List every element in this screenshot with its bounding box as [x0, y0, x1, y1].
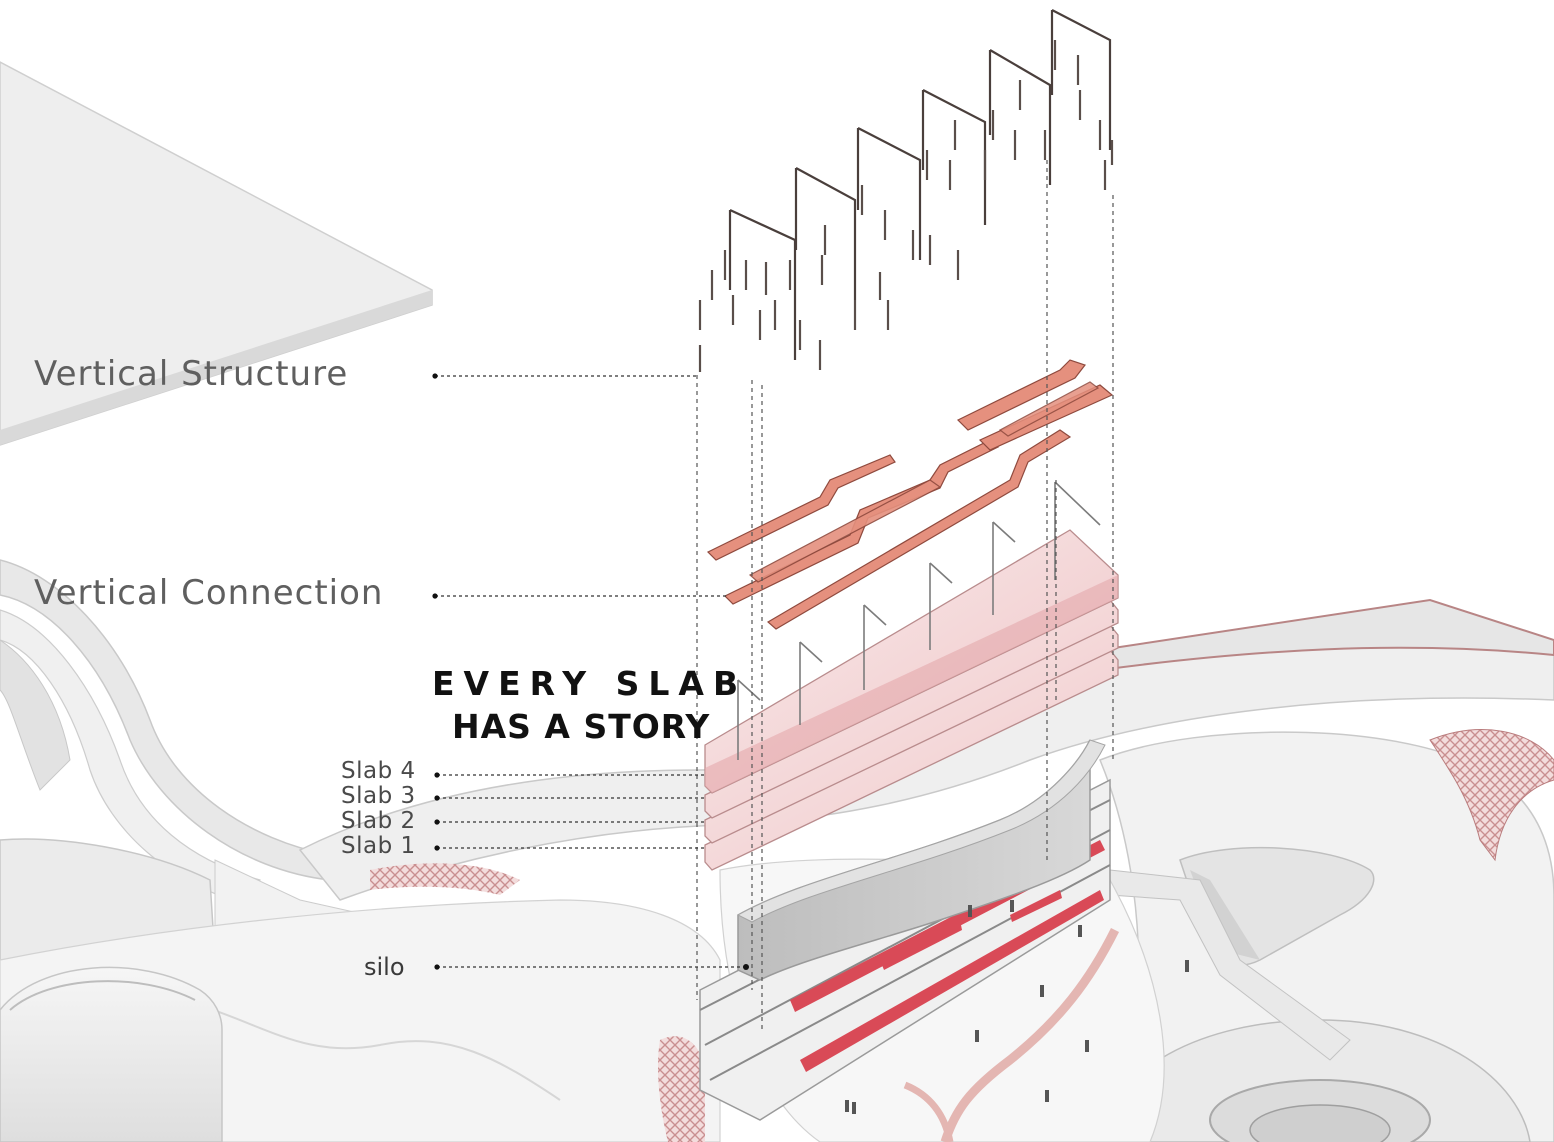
- left-block: [0, 639, 71, 791]
- canopy-band-edge: [1099, 598, 1554, 672]
- ramp-5: [956, 359, 1086, 431]
- vertical-connection-ramps: [706, 359, 1114, 630]
- plaza-red-path-2: [903, 1081, 954, 1142]
- lattice-shell-right: [1429, 729, 1554, 862]
- ramp-4: [766, 429, 1072, 630]
- vertical-structure-frames: [728, 9, 1112, 360]
- projection-lines: [696, 160, 1114, 1030]
- label-leader-dots: [432, 373, 749, 970]
- main-building: [699, 739, 1111, 1121]
- red-program-4: [1010, 890, 1062, 922]
- lattice-shell-left: [370, 863, 520, 895]
- label-silo: silo: [364, 953, 405, 981]
- left-cylinder: [0, 966, 223, 1142]
- ramp-7: [998, 381, 1100, 437]
- arena-inner: [1249, 1104, 1391, 1142]
- label-slab-3: Slab 3: [341, 783, 416, 809]
- diagram-title-line-1: EVERY SLAB: [432, 664, 748, 703]
- label-slab-1: Slab 1: [341, 833, 416, 859]
- red-program-2: [800, 890, 1104, 1072]
- red-program-3: [880, 920, 962, 970]
- diagram-title-line-2: HAS A STORY: [452, 707, 711, 746]
- right-ring-inner-shadow: [1190, 870, 1260, 960]
- label-vertical-structure: Vertical Structure: [34, 354, 349, 394]
- slab-4-top-edge: [705, 575, 1118, 793]
- people-figures: [845, 900, 1189, 1114]
- vertical-structure-columns: [698, 40, 1114, 372]
- label-vertical-connection: Vertical Connection: [34, 573, 384, 613]
- ramp-3: [748, 479, 942, 583]
- label-leaders: [435, 375, 746, 968]
- left-cylinder-top: [9, 980, 196, 1011]
- silo-mass-top: [736, 739, 1106, 923]
- label-slab-4: Slab 4: [341, 758, 416, 784]
- slab-stack: [704, 481, 1119, 871]
- walkway-right: [1109, 869, 1351, 1061]
- ground-left-wave: [179, 999, 561, 1101]
- plaza-red-path: [940, 927, 1120, 1142]
- roof-plane-edge: [0, 290, 432, 445]
- ramp-1: [706, 454, 896, 561]
- lattice-shell-bottom: [657, 1036, 705, 1142]
- label-slab-2: Slab 2: [341, 808, 416, 834]
- slab-frame-posts: [737, 481, 1101, 760]
